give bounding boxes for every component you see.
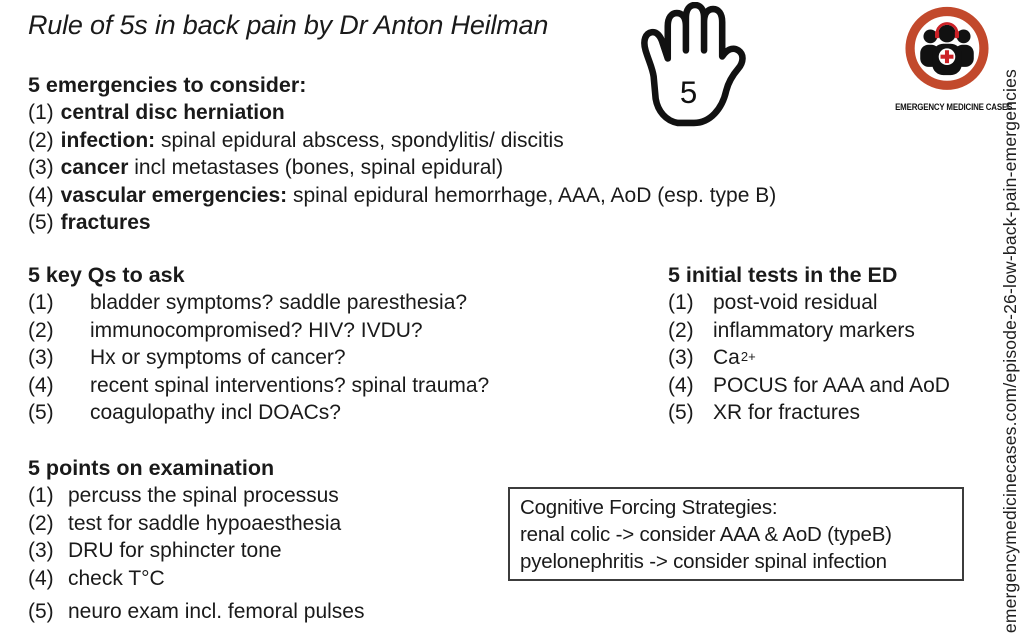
list-item: (1) central disc herniation [28, 99, 776, 127]
item-number: (4) [28, 566, 54, 590]
item-text: spinal epidural abscess, spondylitis/ di… [155, 128, 564, 152]
hand-outline-icon: 5 [641, 1, 746, 127]
item-number: (3) [668, 346, 694, 369]
section-initial-tests: 5 initial tests in the ED (1) post-void r… [668, 261, 951, 427]
cognitive-box-line: renal colic -> consider AAA & AoD (typeB… [520, 523, 892, 546]
item-number: (4) [668, 373, 694, 397]
list-item: (2)infection: spinal epidural abscess, s… [28, 127, 776, 155]
item-text: neuro exam incl. femoral pulses [68, 600, 365, 623]
item-number: (4) [28, 373, 54, 397]
item-text: XR for fractures [713, 401, 861, 424]
item-emphasis: fractures [60, 211, 151, 234]
list-item: (5) fractures [28, 209, 776, 237]
list-item: (4) check T°C [28, 565, 364, 593]
cognitive-box-line: pyelonephritis -> consider spinal infect… [520, 550, 887, 573]
item-emphasis: central disc herniation [60, 101, 285, 124]
page-title: Rule of 5s in back pain by Dr Anton Heil… [28, 10, 549, 40]
section-header-key-questions: 5 key Qs to ask [28, 263, 185, 287]
list-item: (3) DRU for sphincter tone [28, 537, 364, 565]
item-text: bladder symptoms? saddle paresthesia? [90, 291, 468, 314]
item-number: (4) [28, 183, 54, 207]
hand-5-icon: 5 [636, 1, 760, 128]
item-text: Ca [713, 346, 740, 369]
section-header-initial-tests: 5 initial tests in the ED [668, 263, 898, 287]
item-number: (1) [28, 101, 54, 124]
list-item: (2) inflammatory markers [668, 317, 951, 345]
item-number: (2) [668, 318, 694, 342]
cognitive-box-line: Cognitive Forcing Strategies: [520, 496, 778, 519]
emc-logo-icon [905, 6, 989, 90]
item-text: check T°C [68, 566, 165, 590]
item-number: (1) [668, 291, 694, 314]
item-number: (5) [28, 600, 54, 623]
list-item: (4) recent spinal interventions? spinal t… [28, 372, 489, 400]
item-text: inflammatory markers [713, 318, 915, 342]
item-text: DRU for sphincter tone [68, 539, 282, 562]
list-item: (3) cancer incl metastases (bones, spinal… [28, 154, 776, 182]
item-number: (3) [28, 539, 54, 562]
item-emphasis: infection: [60, 128, 156, 152]
item-text: incl metastases (bones, spinal epidural) [128, 156, 504, 179]
item-text: Hx or symptoms of cancer? [90, 346, 346, 369]
list-item: (2) test for saddle hypoaesthesia [28, 510, 364, 538]
item-emphasis: cancer [60, 156, 129, 179]
list-item: (5) neuro exam incl. femoral pulses [28, 598, 364, 626]
list-item: (5) coagulopathy incl DOACs? [28, 399, 489, 427]
section-emergencies: 5 emergencies to consider: (1) central di… [28, 71, 776, 237]
item-text: post-void residual [713, 291, 878, 314]
list-item: (5) XR for fractures [668, 399, 951, 427]
episode-url: emergencymedicinecases.com/episode-26-lo… [1000, 68, 1020, 633]
item-text: POCUS for AAA and AoD [713, 373, 950, 397]
list-item: (3) Hx or symptoms of cancer? [28, 344, 489, 372]
list-item: (4) POCUS for AAA and AoD [668, 372, 951, 400]
list-item: (1) bladder symptoms? saddle paresthesia? [28, 289, 489, 317]
item-emphasis: vascular emergencies: [60, 183, 288, 207]
item-number: (5) [28, 401, 54, 424]
item-number: (2) [28, 128, 54, 152]
item-number: (5) [668, 401, 694, 424]
section-key-questions: 5 key Qs to ask (1) bladder symptoms? sad… [28, 261, 489, 427]
item-number: (2) [28, 318, 54, 342]
emergency-medicine-cases-logo: EMERGENCY MEDICINE CASES [888, 5, 1013, 112]
emc-logo-caption: EMERGENCY MEDICINE CASES [895, 102, 1013, 112]
list-item: (4)vascular emergencies: spinal epidural… [28, 182, 776, 210]
list-item: (1) percuss the spinal processus [28, 482, 364, 510]
cognitive-forcing-box: Cognitive Forcing Strategies: renal coli… [508, 487, 964, 581]
item-number: (3) [28, 346, 54, 369]
hand-number: 5 [680, 75, 697, 110]
section-examination: 5 points on examination (1) percuss the s… [28, 454, 364, 626]
item-number: (2) [28, 511, 54, 535]
item-text: recent spinal interventions? spinal trau… [90, 373, 490, 397]
item-number: (1) [28, 484, 54, 507]
section-header-emergencies: 5 emergencies to consider: [28, 73, 307, 97]
item-text: immunocompromised? HIV? IVDU? [90, 318, 423, 342]
item-superscript: 2+ [740, 349, 756, 364]
list-item: (2) immunocompromised? HIV? IVDU? [28, 317, 489, 345]
item-number: (3) [28, 156, 54, 179]
item-text: spinal epidural hemorrhage, AAA, AoD (es… [287, 183, 777, 207]
section-header-examination: 5 points on examination [28, 456, 275, 480]
item-text: test for saddle hypoaesthesia [68, 511, 342, 535]
item-number: (1) [28, 291, 54, 314]
item-text: coagulopathy incl DOACs? [90, 401, 341, 424]
list-item: (1) post-void residual [668, 289, 951, 317]
item-text: percuss the spinal processus [68, 484, 339, 507]
item-number: (5) [28, 211, 54, 234]
